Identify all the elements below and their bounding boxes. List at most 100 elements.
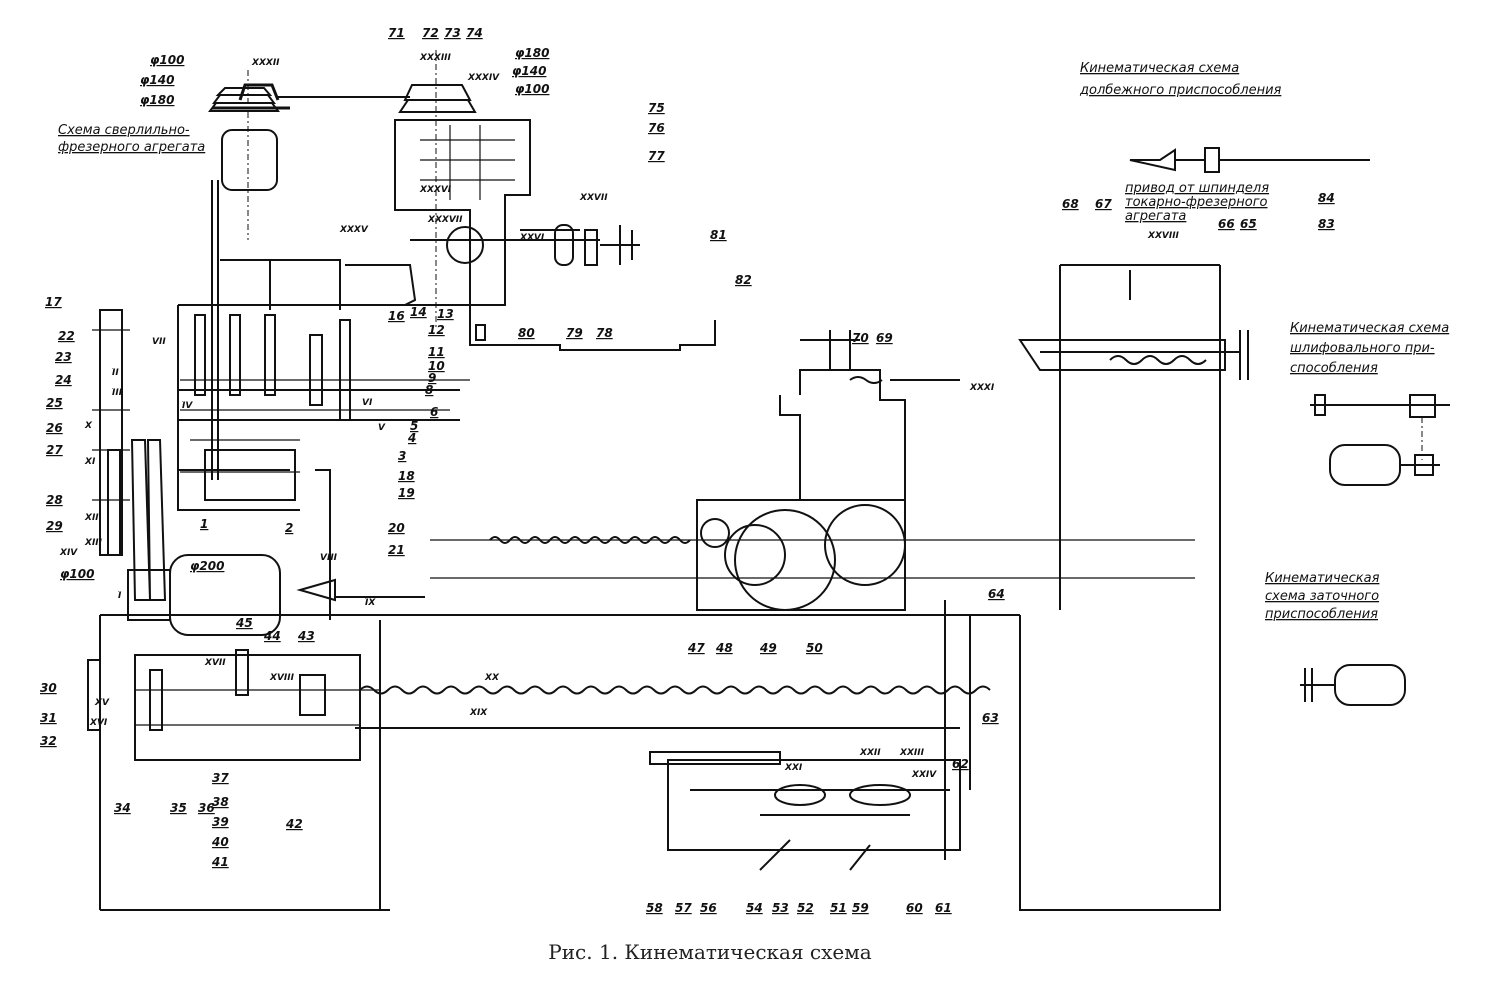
drilling-milling-title: фрезерного агрегата — [58, 140, 205, 155]
part-number-label: 52 — [797, 901, 814, 915]
part-number-label: 31 — [40, 711, 57, 725]
slotting-title: долбежного приспособления — [1079, 83, 1282, 98]
part-number-label: 57 — [675, 901, 692, 915]
drive-note: агрегата — [1125, 209, 1186, 224]
part-number-label: 37 — [212, 771, 229, 785]
part-number-label: 40 — [211, 835, 229, 849]
shaft-label: XXXIII — [419, 53, 452, 63]
shaft-label: XXXVII — [427, 215, 463, 225]
part-number-label: 64 — [988, 587, 1005, 601]
bed — [99, 614, 1020, 911]
part-number-label: 65 — [1240, 217, 1257, 231]
shaft-label: XIX — [469, 708, 488, 718]
part-number-label: 34 — [114, 801, 131, 815]
diameter-label: φ180 — [140, 93, 174, 107]
part-number-label: 54 — [746, 901, 763, 915]
part-number-label: 70 — [852, 331, 869, 345]
part-number-label: 13 — [437, 307, 454, 321]
part-number-label: 80 — [518, 326, 535, 340]
part-number-label: 42 — [285, 817, 303, 831]
sharpening-motor — [1334, 664, 1406, 706]
part-number-label: 45 — [235, 616, 253, 630]
shaft-label: X — [84, 421, 93, 431]
drive-note: привод от шпинделя — [1125, 181, 1269, 196]
shaft-label: XI — [84, 457, 96, 467]
carriage-upper — [779, 369, 906, 501]
part-number-label: 1 — [200, 517, 208, 531]
shaft-label: XII — [84, 513, 99, 523]
grinding-title: шлифовального при- — [1290, 341, 1435, 356]
shaft-label: XVI — [89, 718, 108, 728]
diameter-label: φ100 — [515, 82, 549, 96]
shaft-label: II — [112, 368, 119, 378]
shaft-label: XIII — [84, 538, 103, 548]
clutch — [554, 224, 574, 266]
cone-pulley-right — [398, 84, 477, 113]
part-number-label: 73 — [444, 26, 461, 40]
tailstock — [1019, 264, 1221, 911]
lead-screw — [359, 685, 991, 695]
diameter-label: φ140 — [512, 64, 546, 78]
part-number-label: 74 — [466, 26, 483, 40]
shaft-label: VIII — [320, 553, 338, 563]
part-number-label: 20 — [388, 521, 405, 535]
shaft-label: XXVIII — [1147, 231, 1180, 241]
part-number-label: 3 — [398, 449, 406, 463]
part-number-label: 77 — [648, 149, 665, 163]
part-number-label: 26 — [46, 421, 63, 435]
shaft-label: V — [378, 423, 386, 433]
main-motor — [169, 554, 281, 636]
shaft-label: XXXI — [969, 383, 995, 393]
part-number-label: 81 — [710, 228, 727, 242]
v-belts — [130, 439, 167, 601]
part-number-label: 32 — [40, 734, 57, 748]
diameter-label: φ100 — [150, 53, 184, 67]
drilling-milling-title: Схема сверлильно- — [58, 123, 190, 138]
grinding-motor — [1329, 444, 1401, 486]
part-number-label: 68 — [1062, 197, 1079, 211]
grinding-attachment — [1310, 394, 1450, 486]
part-number-label: 56 — [700, 901, 717, 915]
slotting-attachment — [1129, 147, 1370, 173]
shaft-label: XXXV — [339, 225, 369, 235]
part-number-label: 41 — [211, 855, 229, 869]
part-number-label: 44 — [263, 629, 281, 643]
shaft-label: XVIII — [269, 673, 295, 683]
lead-screw-and-apron — [355, 600, 991, 871]
part-number-label: 59 — [852, 901, 869, 915]
gear-train-left — [87, 309, 380, 761]
grinding-title: способления — [1290, 361, 1378, 376]
part-number-label: 17 — [45, 295, 62, 309]
part-number-label: 72 — [422, 26, 439, 40]
sharpening-title: схема заточного — [1265, 589, 1379, 604]
part-number-label: 16 — [388, 309, 405, 323]
part-number-label: 76 — [648, 121, 665, 135]
part-number-label: 43 — [297, 629, 315, 643]
part-number-label: 75 — [648, 101, 665, 115]
part-number-label: 63 — [982, 711, 999, 725]
part-number-label: 61 — [935, 901, 952, 915]
main-frame — [99, 259, 1249, 911]
part-number-label: 84 — [1318, 191, 1335, 205]
apron-box — [667, 759, 961, 851]
shaft-label: IV — [182, 401, 193, 411]
part-number-label: 49 — [759, 641, 777, 655]
part-number-label: 2 — [285, 521, 293, 535]
headstock — [177, 304, 716, 511]
part-number-label: 67 — [1095, 197, 1112, 211]
part-number-label: 10 — [428, 359, 445, 373]
diameter-label: φ180 — [515, 46, 549, 60]
part-number-label: 79 — [566, 326, 583, 340]
part-number-label: 50 — [806, 641, 823, 655]
shaft-label: XIV — [59, 548, 78, 558]
shaft-label: XXII — [859, 748, 881, 758]
part-number-label: 25 — [46, 396, 63, 410]
part-number-label: 38 — [212, 795, 229, 809]
part-number-label: 11 — [428, 345, 445, 359]
shaft-label: III — [112, 388, 123, 398]
part-number-label: 66 — [1218, 217, 1235, 231]
part-number-label: 27 — [46, 443, 63, 457]
sharpening-title: приспособления — [1265, 607, 1378, 622]
pulley-steps — [208, 87, 280, 112]
